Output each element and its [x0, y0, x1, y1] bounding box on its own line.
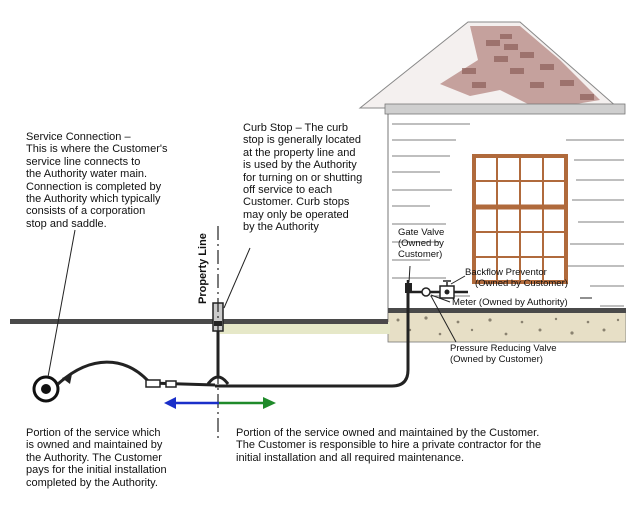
authority-portion-arrow [164, 397, 219, 409]
corporation-stop [62, 374, 72, 384]
service-line-to-curb [149, 381, 216, 387]
pressure-reducing-valve-label: Pressure Reducing Valve (Owned by Custom… [450, 343, 557, 365]
authority-portion-label: Portion of the service which is owned an… [26, 427, 167, 489]
house-window [472, 154, 568, 284]
gate-valve-label: Gate Valve (Owned by Customer) [398, 227, 445, 260]
house-foundation [387, 311, 626, 343]
customer-portion-arrow [219, 397, 276, 409]
service-line-authority [56, 360, 152, 386]
customer-portion-label: Portion of the service owned and maintai… [236, 427, 542, 464]
house-plumbing [405, 280, 468, 299]
pipe-coupling [145, 379, 177, 388]
gate-valve [405, 283, 412, 293]
backflow-preventor [439, 280, 455, 299]
meter-label: Meter (Owned by Authority) [452, 297, 568, 308]
house-wall [387, 114, 624, 320]
service-connection-label: Service Connection – This is where the C… [26, 131, 168, 230]
water-main [32, 375, 60, 403]
ground-surface [10, 308, 626, 334]
leader-lines [47, 229, 592, 378]
house-roof [358, 21, 626, 115]
curb-stop-label: Curb Stop – The curb stop is generally l… [243, 122, 363, 234]
meter [421, 287, 431, 297]
property-line-label: Property Line [197, 233, 209, 304]
service-line-customer [215, 292, 410, 388]
backflow-preventor-label: Backflow Preventor (Owned by Customer) [465, 267, 568, 289]
